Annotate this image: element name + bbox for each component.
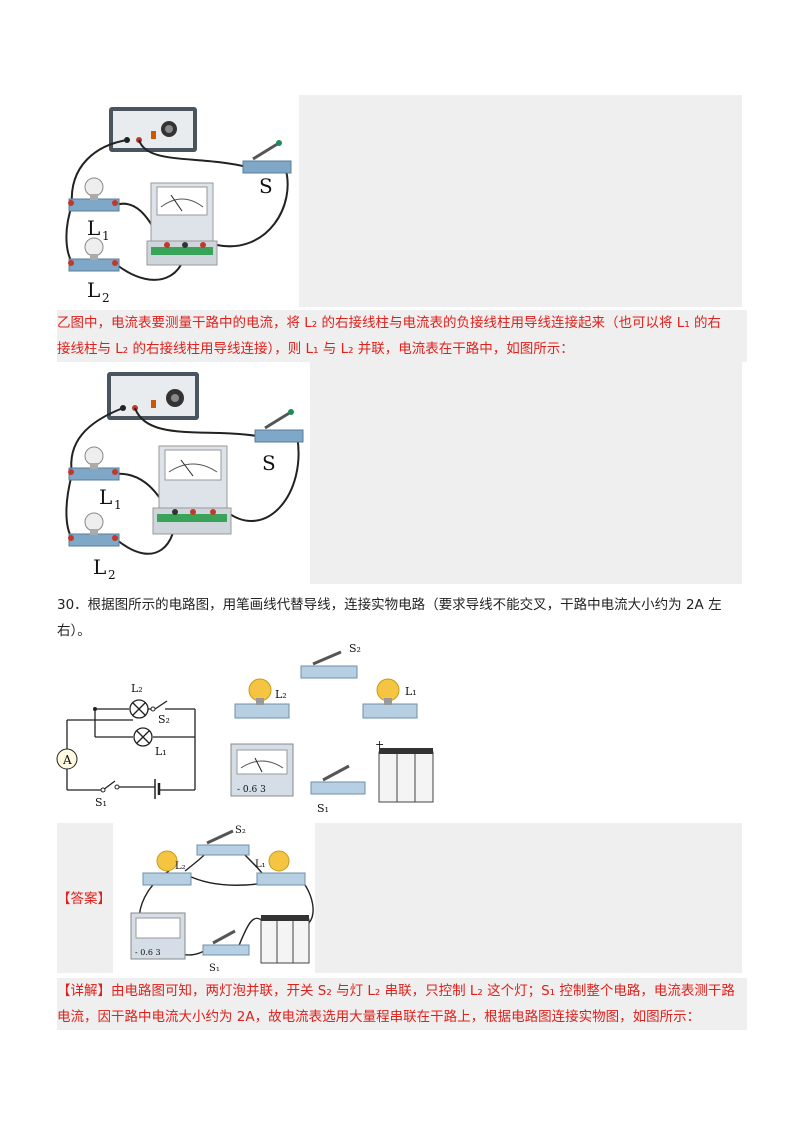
svg-text:2: 2: [108, 568, 116, 582]
svg-text:S₁: S₁: [95, 796, 107, 809]
explanation-1-line2: 接线柱与 L₂ 的右接线柱用导线连接），则 L₁ 与 L₂ 并联，电流表在干路中…: [57, 341, 574, 357]
svg-text:L₂: L₂: [175, 861, 186, 872]
question-30: 30．根据图所示的电路图，用笔画线代替导线，连接实物电路（要求导线不能交叉，干路…: [57, 592, 747, 644]
ammeter-symbol: A: [62, 753, 72, 767]
svg-text:1: 1: [114, 498, 122, 512]
svg-text:L: L: [93, 555, 106, 579]
switch-label: S: [259, 174, 273, 198]
question-30-line1: 30．根据图所示的电路图，用笔画线代替导线，连接实物电路（要求导线不能交叉，干路…: [57, 597, 722, 613]
detail-line1: 由电路图可知，两灯泡并联，开关 S₂ 与灯 L₂ 串联，只控制 L₂ 这个灯；S…: [111, 983, 735, 999]
svg-text:- 0.6 3: - 0.6 3: [135, 948, 161, 957]
circuit-figure-2: S L 1 L 2: [57, 362, 310, 584]
svg-text:L₁: L₁: [405, 685, 417, 698]
circuit-figure-1: S L 1 L 2: [57, 95, 299, 307]
answer-tag: 【答案】: [57, 891, 111, 907]
svg-text:S: S: [262, 451, 276, 475]
svg-text:L₂: L₂: [275, 688, 287, 701]
explanation-1: 乙图中，电流表要测量干路中的电流，将 L₂ 的右接线柱与电流表的负接线柱用导线连…: [57, 310, 747, 362]
svg-text:S₁: S₁: [317, 802, 329, 815]
svg-text:S₁: S₁: [209, 963, 220, 973]
detail-tag: 【详解】: [57, 983, 111, 999]
svg-text:S₂: S₂: [235, 825, 246, 836]
question-30-line2: 右）。: [57, 623, 91, 639]
detail-explanation: 【详解】由电路图可知，两灯泡并联，开关 S₂ 与灯 L₂ 串联，只控制 L₂ 这…: [57, 978, 747, 1030]
svg-text:- 0.6 3: - 0.6 3: [237, 785, 266, 795]
circuit-schematic: A L₂ S₂ L₁ S₁: [55, 675, 215, 810]
svg-text:+: +: [375, 738, 384, 751]
lamp1-label: L: [87, 216, 100, 240]
svg-text:S₂: S₂: [349, 642, 361, 655]
svg-text:L₁: L₁: [255, 859, 266, 870]
svg-text:2: 2: [102, 291, 110, 305]
lamp2-label: L: [87, 278, 100, 302]
svg-text:S₂: S₂: [158, 713, 170, 726]
svg-text:L₁: L₁: [155, 745, 167, 758]
answer-figure: S₂ L₂ L₁ - 0.6 3 S₁: [113, 823, 315, 974]
svg-text:L₂: L₂: [131, 682, 143, 695]
detail-line2: 电流，因干路中电流大小约为 2A，故电流表选用大量程串联在干路上，根据电路图连接…: [57, 1009, 701, 1025]
svg-text:L: L: [99, 485, 112, 509]
svg-text:1: 1: [102, 229, 110, 243]
explanation-1-line1: 乙图中，电流表要测量干路中的电流，将 L₂ 的右接线柱与电流表的负接线柱用导线连…: [57, 315, 722, 331]
physical-components: S₂ L₂ L₁ - 0.6 3 S₁ +: [225, 640, 445, 815]
